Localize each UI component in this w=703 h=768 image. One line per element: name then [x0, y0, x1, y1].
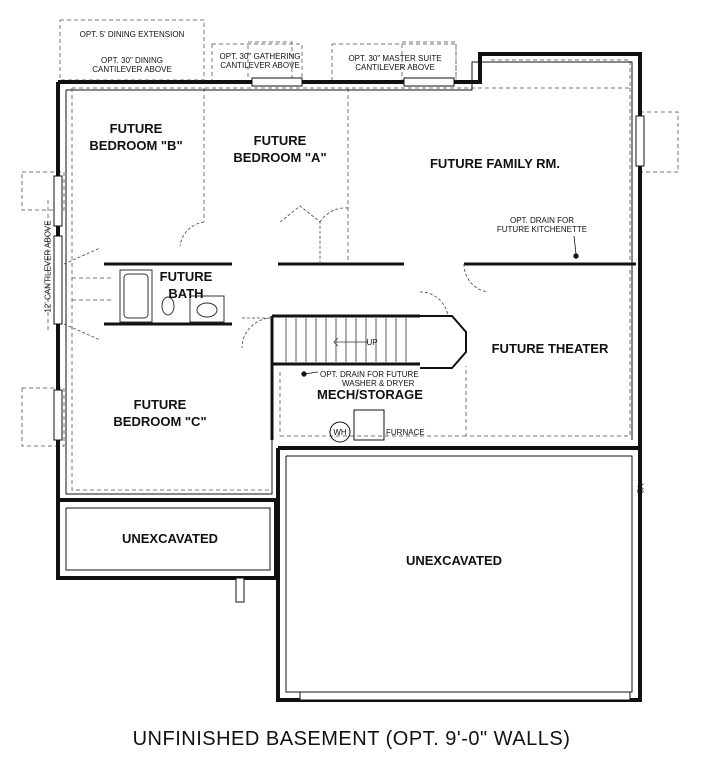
note-dining-cantilever: OPT. 30" DINING CANTILEVER ABOVE [60, 56, 204, 74]
room-label-bedroom-c: FUTURE BEDROOM "C" [110, 396, 210, 430]
note-line: CANTILEVER ABOVE [92, 65, 172, 74]
room-label-bath: FUTURE BATH [156, 268, 216, 302]
note-kitchenette-drain: OPT. DRAIN FOR FUTURE KITCHENETTE [496, 216, 588, 234]
door-swings [63, 205, 489, 349]
note-line: OPT. DRAIN FOR FUTURE [320, 370, 419, 379]
note-line: WASHER & DRYER [342, 379, 415, 388]
note-washer-drain: OPT. DRAIN FOR FUTURE WASHER & DRYER [320, 370, 440, 388]
bath-fixtures [119, 269, 225, 323]
room-label-bedroom-b: FUTURE BEDROOM "B" [88, 120, 184, 154]
room-label-unexcavated-right: UNEXCAVATED [405, 553, 503, 568]
kitchenette-drain-point [573, 253, 579, 259]
room-label-line: FUTURE [133, 397, 187, 412]
note-line: OPT. 30" MASTER SUITE [348, 54, 442, 63]
room-label-unexcavated-left: UNEXCAVATED [121, 531, 219, 546]
stair-up-label: UP [366, 338, 378, 347]
water-heater-label: WH [333, 428, 347, 437]
note-dining-extension: OPT. 5' DINING EXTENSION [79, 30, 185, 39]
note-line: CANTILEVER ABOVE [220, 61, 300, 70]
furnace-symbol [353, 409, 385, 441]
stair-treads [285, 318, 407, 362]
note-line: OPT. 30" GATHERING [219, 52, 301, 61]
room-label-family: FUTURE FAMILY RM. [429, 156, 560, 171]
note-line: CANTILEVER ABOVE [355, 63, 435, 72]
windows [53, 77, 645, 701]
note-line: FUTURE KITCHENETTE [496, 225, 588, 234]
room-label-line: FUTURE [253, 133, 307, 148]
water-heater-symbol [329, 421, 351, 443]
room-label-line: FUTURE [159, 269, 213, 284]
room-label-bedroom-a: FUTURE BEDROOM "A" [230, 132, 330, 166]
note-line: OPT. DRAIN FOR [509, 216, 574, 225]
room-label-theater: FUTURE THEATER [491, 341, 609, 356]
room-label-mech: MECH/STORAGE [317, 387, 423, 402]
note-master-cantilever: OPT. 30" MASTER SUITE CANTILEVER ABOVE [334, 54, 456, 72]
room-label-line: FUTURE [109, 121, 163, 136]
room-label-line: BEDROOM "A" [233, 150, 327, 165]
plan-caption: UNFINISHED BASEMENT (OPT. 9'-0" WALLS) [132, 728, 571, 750]
note-line: OPT. 30" DINING [101, 56, 163, 65]
room-label-line: BEDROOM "B" [89, 138, 183, 153]
furnace-label: FURNACE [386, 428, 425, 437]
note-side-cantilever: 12' CANTILEVER ABOVE [43, 220, 53, 313]
cantilever-outlines [21, 19, 679, 491]
partitions [104, 262, 636, 440]
side-mark-label: V2 [635, 483, 645, 494]
room-label-line: BEDROOM "C" [113, 414, 207, 429]
note-gathering-cantilever: OPT. 30" GATHERING CANTILEVER ABOVE [212, 52, 308, 70]
room-label-line: BATH [168, 286, 204, 301]
stair-bay [420, 315, 467, 369]
